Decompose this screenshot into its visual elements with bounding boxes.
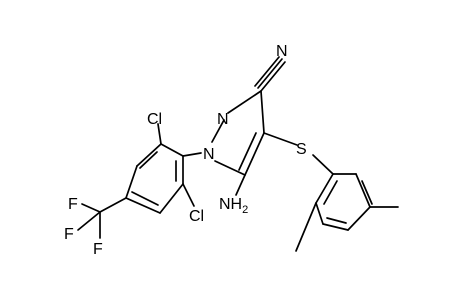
chlorine-bonds bbox=[157, 123, 195, 207]
chlorine-top-label: Cl bbox=[147, 111, 162, 128]
chlorine-bottom-label: Cl bbox=[189, 208, 204, 225]
nitrile-bond bbox=[254, 56, 286, 92]
fluorine-3-label: F bbox=[93, 241, 103, 258]
dichlorophenyl-ring bbox=[125, 143, 184, 214]
pyrazole-ring bbox=[211, 90, 265, 176]
methyl-bonds bbox=[295, 202, 399, 252]
nitrile-nitrogen-label: N bbox=[276, 43, 288, 60]
amino-bond bbox=[235, 174, 246, 196]
ring-n1-label: N bbox=[203, 146, 215, 163]
fluorine-1-label: F bbox=[68, 196, 78, 213]
amino-label: NH2 bbox=[219, 196, 248, 216]
dimethylphenyl-ring bbox=[315, 173, 373, 231]
sulfur-label: S bbox=[296, 141, 307, 158]
trifluoromethyl-bonds bbox=[77, 197, 127, 239]
fluorine-2-label: F bbox=[64, 226, 74, 243]
ring-n2-label: N bbox=[217, 111, 229, 128]
thioether-bonds bbox=[263, 132, 334, 175]
n-aryl-bond bbox=[182, 152, 202, 157]
